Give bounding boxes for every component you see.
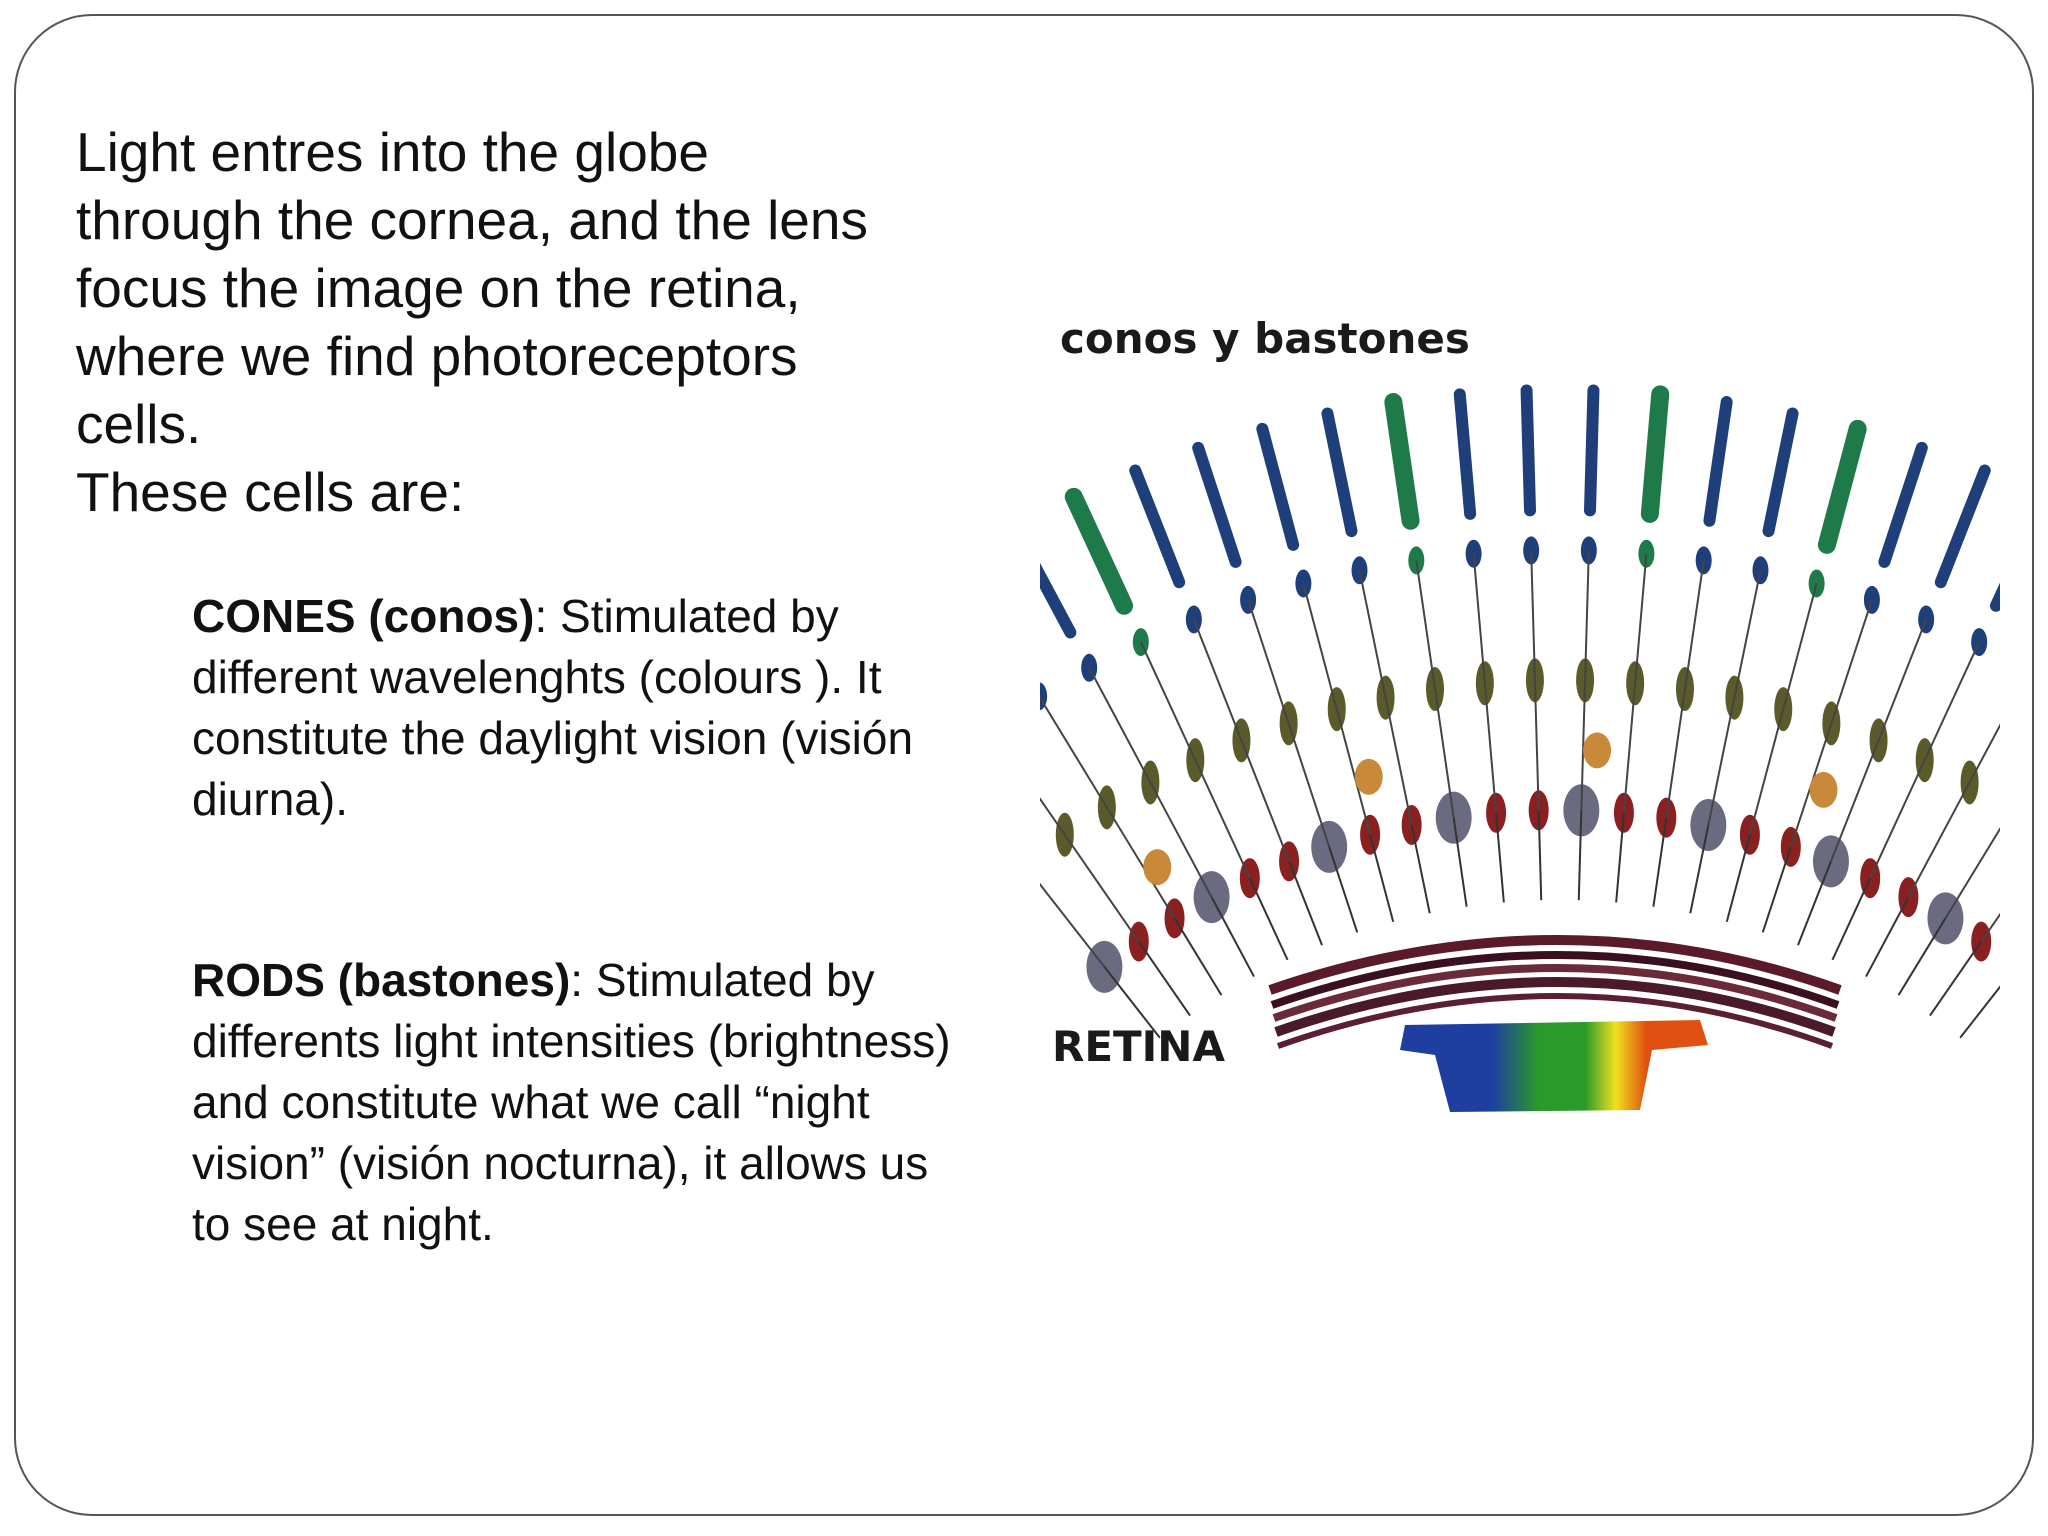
cone-cell (1613, 385, 1670, 903)
intro-line: focus the image on the retina, (76, 257, 801, 319)
rod-cell (1652, 396, 1733, 907)
retina-illustration: conos y bastones RETINA (1040, 300, 2000, 1160)
cone-cell (1865, 723, 2000, 978)
rod-cell (1453, 388, 1507, 903)
cones-text: : Stimulated by different wavelenghts (c… (192, 590, 914, 825)
rod-cell (1959, 985, 2000, 1039)
rod-cell (1321, 407, 1431, 914)
rods-text: : Stimulated by differents light intensi… (192, 954, 951, 1250)
cone-cell (1725, 419, 1867, 923)
rod-cell (1897, 826, 2000, 996)
rod-cell (1040, 682, 1223, 996)
cone-cell (1384, 393, 1472, 907)
intro-line: These cells are: (76, 461, 465, 523)
rod-cell (1797, 464, 1991, 946)
rod-cell (1040, 797, 1191, 1017)
rod-cell (1563, 384, 1612, 901)
retina-drawing (1040, 384, 2000, 1112)
slide-frame (14, 14, 2034, 1516)
rod-cell (1520, 384, 1549, 901)
rod-cell (1040, 562, 1255, 978)
light-spectrum-band (1400, 1020, 1708, 1112)
retina-band (1268, 935, 1842, 1049)
rod-cell (1929, 912, 2000, 1017)
photoreceptor-layer (1040, 384, 2000, 1039)
retina-label: RETINA (1052, 1022, 1225, 1071)
rod-cell (1129, 464, 1323, 946)
intro-line: Light entres into the globe (76, 121, 709, 183)
rod-cell (1040, 882, 1161, 1039)
intro-line: through the cornea, and the lens (76, 189, 868, 251)
cone-cell (1064, 487, 1289, 961)
cones-description: CONES (conos): Stimulated by different w… (192, 586, 952, 830)
cones-term: CONES (conos) (192, 590, 535, 642)
intro-line: where we find photoreceptors (76, 325, 798, 387)
rod-cell (1689, 407, 1799, 914)
intro-line: cells. (76, 393, 202, 455)
rod-cell (1256, 422, 1395, 923)
rod-cell (1192, 441, 1359, 933)
rods-term: RODS (bastones) (192, 954, 571, 1006)
rods-description: RODS (bastones): Stimulated by different… (192, 950, 952, 1255)
intro-paragraph: Light entres into the globe through the … (76, 118, 976, 526)
figure-title: conos y bastones (1060, 314, 1470, 363)
rod-cell (1761, 441, 1928, 933)
rod-cell (1831, 582, 2000, 961)
